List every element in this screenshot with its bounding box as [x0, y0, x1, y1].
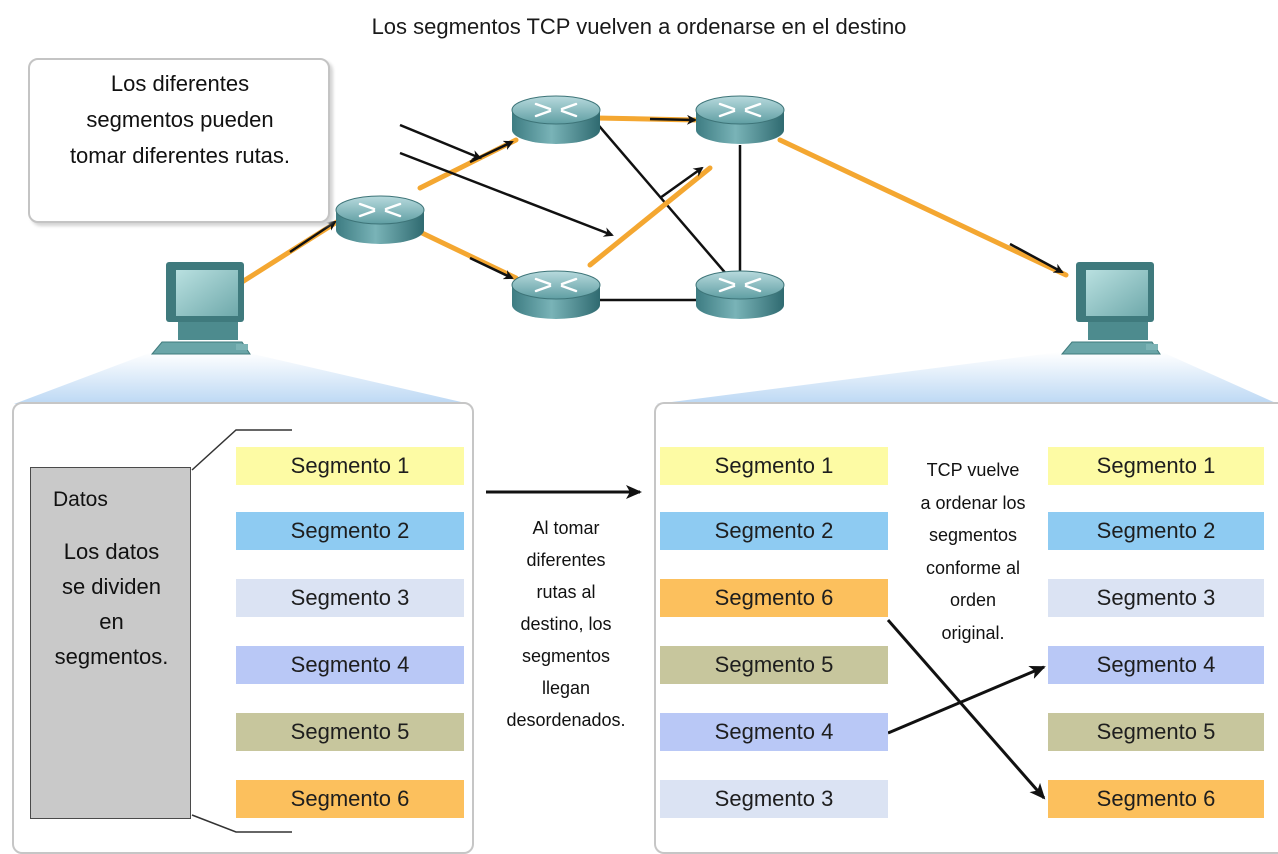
segment-5: Segmento 5	[236, 713, 464, 751]
callout-box: Los diferentes segmentos pueden tomar di…	[28, 58, 330, 223]
transit-line: segmentos	[521, 646, 611, 666]
arrow-icon	[649, 114, 697, 125]
tcp-line: TCP vuelve	[926, 460, 1020, 480]
datos-line: en	[99, 609, 124, 634]
tcp-line: conforme al	[925, 557, 1021, 578]
computer-icon	[150, 262, 251, 355]
datos-box: Datos Los datos se dividen en segmentos.	[30, 467, 191, 819]
router-icon	[695, 95, 785, 144]
datos-line: Los datos	[63, 539, 160, 564]
router-icon	[335, 195, 425, 244]
route-r4-r3	[587, 165, 713, 268]
callout-text: Los diferentes segmentos pueden tomar di…	[50, 66, 310, 174]
segment-1: Segmento 1	[236, 447, 464, 485]
arrived-segment-3: Segmento 3	[660, 780, 888, 818]
transit-line: Al tomar	[532, 518, 600, 538]
diagram-title: Los segmentos TCP vuelven a ordenarse en…	[371, 14, 907, 39]
transit-line: llegan	[541, 678, 591, 698]
arrived-segment-4: Segmento 4	[660, 713, 888, 751]
reordered-segment-2: Segmento 2	[1048, 512, 1264, 550]
arrow-icon	[1009, 242, 1064, 274]
arrived-segment-5: Segmento 5	[660, 646, 888, 684]
tcp-description: TCP vuelve a ordenar los segmentos confo…	[893, 454, 1053, 649]
arrived-segment-2: Segmento 2	[660, 512, 888, 550]
arrow-icon	[399, 123, 482, 160]
datos-line: se dividen	[61, 574, 162, 599]
computer-icon	[1060, 262, 1161, 355]
callout-line: segmentos pueden	[86, 107, 274, 132]
callout-line: tomar diferentes rutas.	[69, 143, 291, 168]
segment-3: Segmento 3	[236, 579, 464, 617]
reordered-segment-6: Segmento 6	[1048, 780, 1264, 818]
transit-line: rutas al	[536, 582, 596, 602]
zoom-funnel-left	[14, 352, 470, 404]
arrived-segment-1: Segmento 1	[660, 447, 888, 485]
reordered-segment-1: Segmento 1	[1048, 447, 1264, 485]
tcp-line: orden	[949, 590, 997, 610]
traffic-arrows	[289, 114, 1064, 280]
datos-line: segmentos.	[54, 644, 169, 669]
reordered-segment-4: Segmento 4	[1048, 646, 1264, 684]
tcp-line: original.	[941, 622, 1005, 643]
arrow-icon	[469, 140, 514, 164]
zoom-funnel-right	[656, 352, 1278, 404]
transit-line: desordenados.	[506, 710, 626, 730]
reordered-segment-3: Segmento 3	[1048, 579, 1264, 617]
tcp-line: segmentos	[928, 525, 1018, 545]
tcp-line: a ordenar los	[920, 492, 1026, 513]
arrow-icon	[469, 256, 514, 280]
route-r3-dest	[777, 137, 1069, 278]
callout-line: Los diferentes	[110, 71, 250, 96]
router-icon	[511, 270, 601, 319]
arrow-icon	[289, 220, 337, 254]
arrow-icon	[399, 151, 614, 237]
segment-4: Segmento 4	[236, 646, 464, 684]
datos-description: Los datos se dividen en segmentos.	[39, 534, 184, 674]
reordered-segment-5: Segmento 5	[1048, 713, 1264, 751]
transit-description: Al tomar diferentes rutas al destino, lo…	[478, 512, 654, 736]
transit-line: destino, los	[520, 614, 612, 634]
segment-2: Segmento 2	[236, 512, 464, 550]
route-r1-r4	[417, 229, 519, 281]
router-icon	[511, 95, 601, 144]
transit-line: diferentes	[526, 550, 606, 570]
router-icon	[695, 270, 785, 319]
arrived-segment-6: Segmento 6	[660, 579, 888, 617]
arrow-icon	[659, 166, 704, 200]
datos-label: Datos	[53, 488, 108, 511]
segment-6: Segmento 6	[236, 780, 464, 818]
